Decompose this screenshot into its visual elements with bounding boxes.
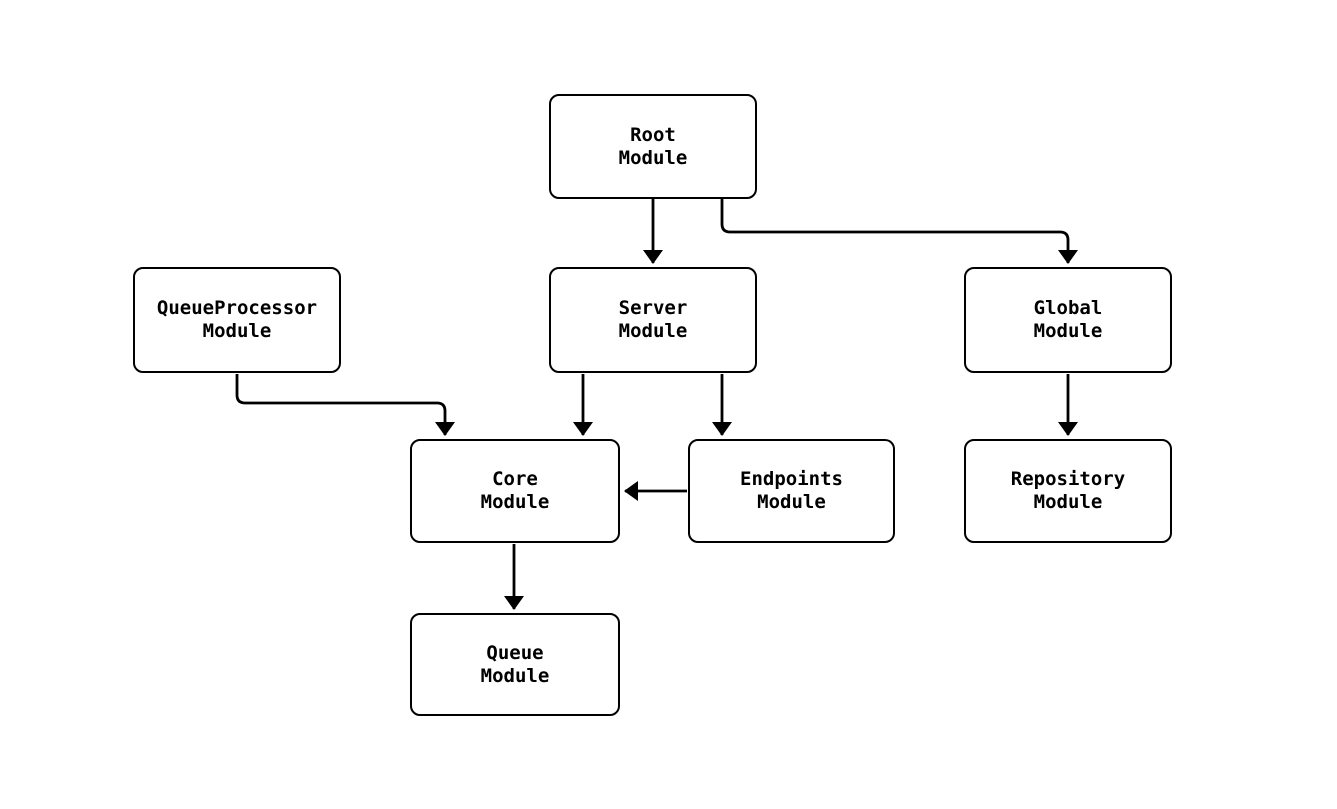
- node-global-module: Global Module: [964, 267, 1172, 373]
- node-root-module: Root Module: [549, 94, 757, 199]
- node-endpoints-module: Endpoints Module: [688, 439, 895, 543]
- node-global-module-label: Global Module: [1033, 297, 1103, 342]
- node-server-module: Server Module: [549, 267, 757, 373]
- node-queue-module: Queue Module: [410, 613, 620, 716]
- edge-queueprocessor-to-core: [235, 374, 455, 436]
- node-queueprocessor-module: QueueProcessor Module: [133, 267, 341, 373]
- node-core-module: Core Module: [410, 439, 620, 543]
- node-repository-module-label: Repository Module: [1010, 468, 1126, 513]
- node-endpoints-module-label: Endpoints Module: [740, 468, 843, 513]
- node-queue-module-label: Queue Module: [480, 641, 550, 687]
- node-server-module-label: Server Module: [618, 297, 688, 342]
- node-queueprocessor-module-label: QueueProcessor Module: [156, 297, 318, 342]
- node-repository-module: Repository Module: [964, 439, 1172, 543]
- edge-root-to-global: [720, 199, 1078, 264]
- node-root-module-label: Root Module: [618, 123, 688, 169]
- node-core-module-label: Core Module: [480, 468, 550, 513]
